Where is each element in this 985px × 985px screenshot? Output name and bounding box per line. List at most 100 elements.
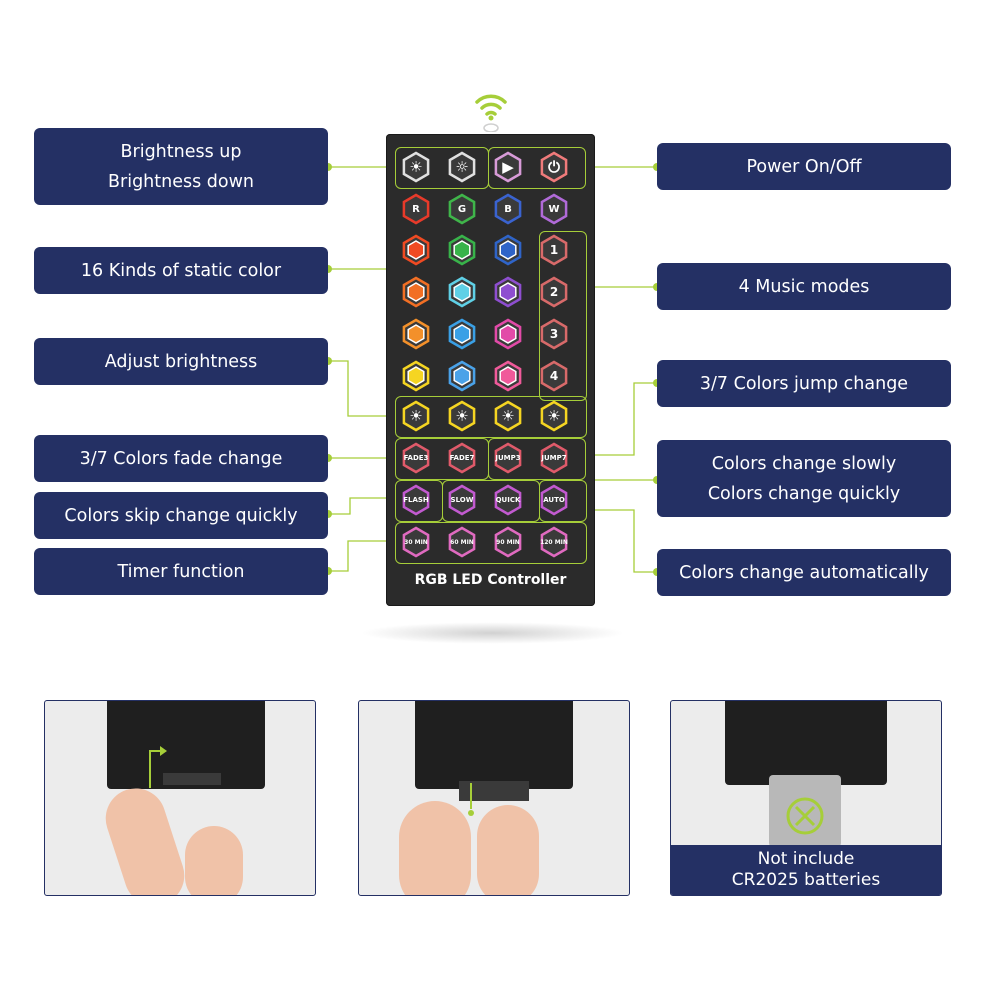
brightness-level-button-3[interactable]: ☀ xyxy=(490,398,526,434)
wireless-signal-icon xyxy=(475,94,507,132)
mode-button-jump3[interactable]: JUMP3 xyxy=(490,440,526,476)
static-color-button[interactable] xyxy=(444,358,480,394)
brightness-up-icon: ☀ xyxy=(409,158,423,176)
remote-button-r[interactable]: R xyxy=(398,191,434,227)
music-mode-button-4[interactable]: 4 xyxy=(536,358,572,394)
static-color-button[interactable] xyxy=(444,232,480,268)
timer-button-30-min[interactable]: 30 MIN xyxy=(398,524,434,560)
music-mode-button-3[interactable]: 3 xyxy=(536,316,572,352)
music-mode-button-4-label: 4 xyxy=(549,369,559,383)
remote-button-g[interactable]: G xyxy=(444,191,480,227)
group-brightness-level xyxy=(395,396,587,438)
label-brightness-up: Brightness up xyxy=(120,141,242,162)
arrow-down-icon xyxy=(468,783,474,816)
label-fade-change: 3/7 Colors fade change xyxy=(34,435,328,482)
static-color-button[interactable] xyxy=(490,232,526,268)
mode-button-fade3[interactable]: FADE3 xyxy=(398,440,434,476)
music-mode-button-2[interactable]: 2 xyxy=(536,274,572,310)
timer-button-120-min-label: 120 MIN xyxy=(540,538,568,546)
remote-button-b-label: B xyxy=(504,203,512,215)
arrow-right-icon xyxy=(149,746,167,788)
label-adjust-brightness: Adjust brightness xyxy=(34,338,328,385)
group-auto xyxy=(539,480,587,522)
static-color-button[interactable] xyxy=(444,316,480,352)
remote-button-g-label: G xyxy=(457,203,467,215)
speed-button-quick[interactable]: QUICK xyxy=(490,482,526,518)
battery-note: Not include CR2025 batteries xyxy=(671,845,941,895)
speed-button-flash[interactable]: FLASH xyxy=(398,482,434,518)
group-timer xyxy=(395,522,587,564)
static-color-button[interactable] xyxy=(490,358,526,394)
speed-button-slow-label: SLOW xyxy=(450,496,474,504)
static-color-button[interactable] xyxy=(490,274,526,310)
photo-battery-slot: Not include CR2025 batteries xyxy=(670,700,942,896)
mode-button-fade7[interactable]: FADE7 xyxy=(444,440,480,476)
music-mode-button-2-label: 2 xyxy=(549,285,559,299)
timer-button-60-min[interactable]: 60 MIN xyxy=(444,524,480,560)
power-icon: ⏻ xyxy=(548,158,560,176)
label-timer-function: Timer function xyxy=(34,548,328,595)
label-change-quickly: Colors change quickly xyxy=(707,483,901,504)
group-music xyxy=(539,231,587,401)
remote-control: RGB LED Controller ☀ ☼ ▶ ⏻ R G B W 1 2 3 4 ☀ ☀ ☀ ☀ FADE3… xyxy=(386,134,595,606)
label-power-text: Power On/Off xyxy=(746,156,862,177)
music-mode-button-3-label: 3 xyxy=(549,327,559,341)
static-color-button[interactable] xyxy=(398,274,434,310)
timer-button-90-min[interactable]: 90 MIN xyxy=(490,524,526,560)
brightness-level-button-1[interactable]: ☀ xyxy=(398,398,434,434)
battery-tray xyxy=(769,775,841,847)
photo-pull-tray xyxy=(358,700,630,896)
speed-button-auto[interactable]: AUTO xyxy=(536,482,572,518)
remote-button-r-label: R xyxy=(412,203,420,215)
brightness-down-icon: ☼ xyxy=(455,158,469,176)
static-color-button[interactable] xyxy=(444,274,480,310)
remote-button-b[interactable]: B xyxy=(490,191,526,227)
label-speed-change: Colors change slowly Colors change quick… xyxy=(657,440,951,517)
thumb-image xyxy=(477,805,539,895)
label-static-color-text: 16 Kinds of static color xyxy=(80,260,282,281)
remote-button-play-pause[interactable]: ▶ xyxy=(490,149,526,185)
finger-image xyxy=(399,801,471,895)
timer-button-120-min[interactable]: 120 MIN xyxy=(536,524,572,560)
mode-button-jump7-label: JUMP7 xyxy=(541,454,567,462)
brightness-level-icon: ☀ xyxy=(501,407,515,425)
label-fade-change-text: 3/7 Colors fade change xyxy=(79,448,283,469)
speed-button-flash-label: FLASH xyxy=(403,496,429,504)
static-color-button[interactable] xyxy=(398,316,434,352)
label-music-modes: 4 Music modes xyxy=(657,263,951,310)
remote-button-brightness-down[interactable]: ☼ xyxy=(444,149,480,185)
remote-button-w[interactable]: W xyxy=(536,191,572,227)
label-skip-change: Colors skip change quickly xyxy=(34,492,328,539)
static-color-button[interactable] xyxy=(398,358,434,394)
label-change-slowly: Colors change slowly xyxy=(711,453,897,474)
label-brightness-down: Brightness down xyxy=(108,171,254,192)
remote-button-brightness-up[interactable]: ☀ xyxy=(398,149,434,185)
group-jump xyxy=(488,438,586,480)
thumb-image xyxy=(185,826,243,895)
brightness-level-button-4[interactable]: ☀ xyxy=(536,398,572,434)
speed-button-slow[interactable]: SLOW xyxy=(444,482,480,518)
mode-button-jump7[interactable]: JUMP7 xyxy=(536,440,572,476)
timer-button-90-min-label: 90 MIN xyxy=(496,538,520,546)
finger-image xyxy=(97,780,193,895)
photo-open-tray xyxy=(44,700,316,896)
remote-brand-label: RGB LED Controller xyxy=(414,572,567,588)
label-music-modes-text: 4 Music modes xyxy=(738,276,870,297)
brightness-level-button-2[interactable]: ☀ xyxy=(444,398,480,434)
mode-button-jump3-label: JUMP3 xyxy=(495,454,521,462)
music-mode-button-1-label: 1 xyxy=(549,243,559,257)
timer-button-60-min-label: 60 MIN xyxy=(450,538,474,546)
static-color-button[interactable] xyxy=(490,316,526,352)
static-color-button[interactable] xyxy=(398,232,434,268)
music-mode-button-1[interactable]: 1 xyxy=(536,232,572,268)
no-battery-icon xyxy=(786,797,824,835)
remote-button-w-label: W xyxy=(548,203,560,215)
label-adjust-brightness-text: Adjust brightness xyxy=(104,351,258,372)
remote-shadow xyxy=(360,622,625,644)
label-auto-change-text: Colors change automatically xyxy=(679,562,929,583)
mode-button-fade7-label: FADE7 xyxy=(449,454,475,462)
group-play-power xyxy=(488,147,586,189)
remote-button-power[interactable]: ⏻ xyxy=(536,149,572,185)
play-pause-icon: ▶ xyxy=(502,158,514,176)
timer-button-30-min-label: 30 MIN xyxy=(404,538,428,546)
